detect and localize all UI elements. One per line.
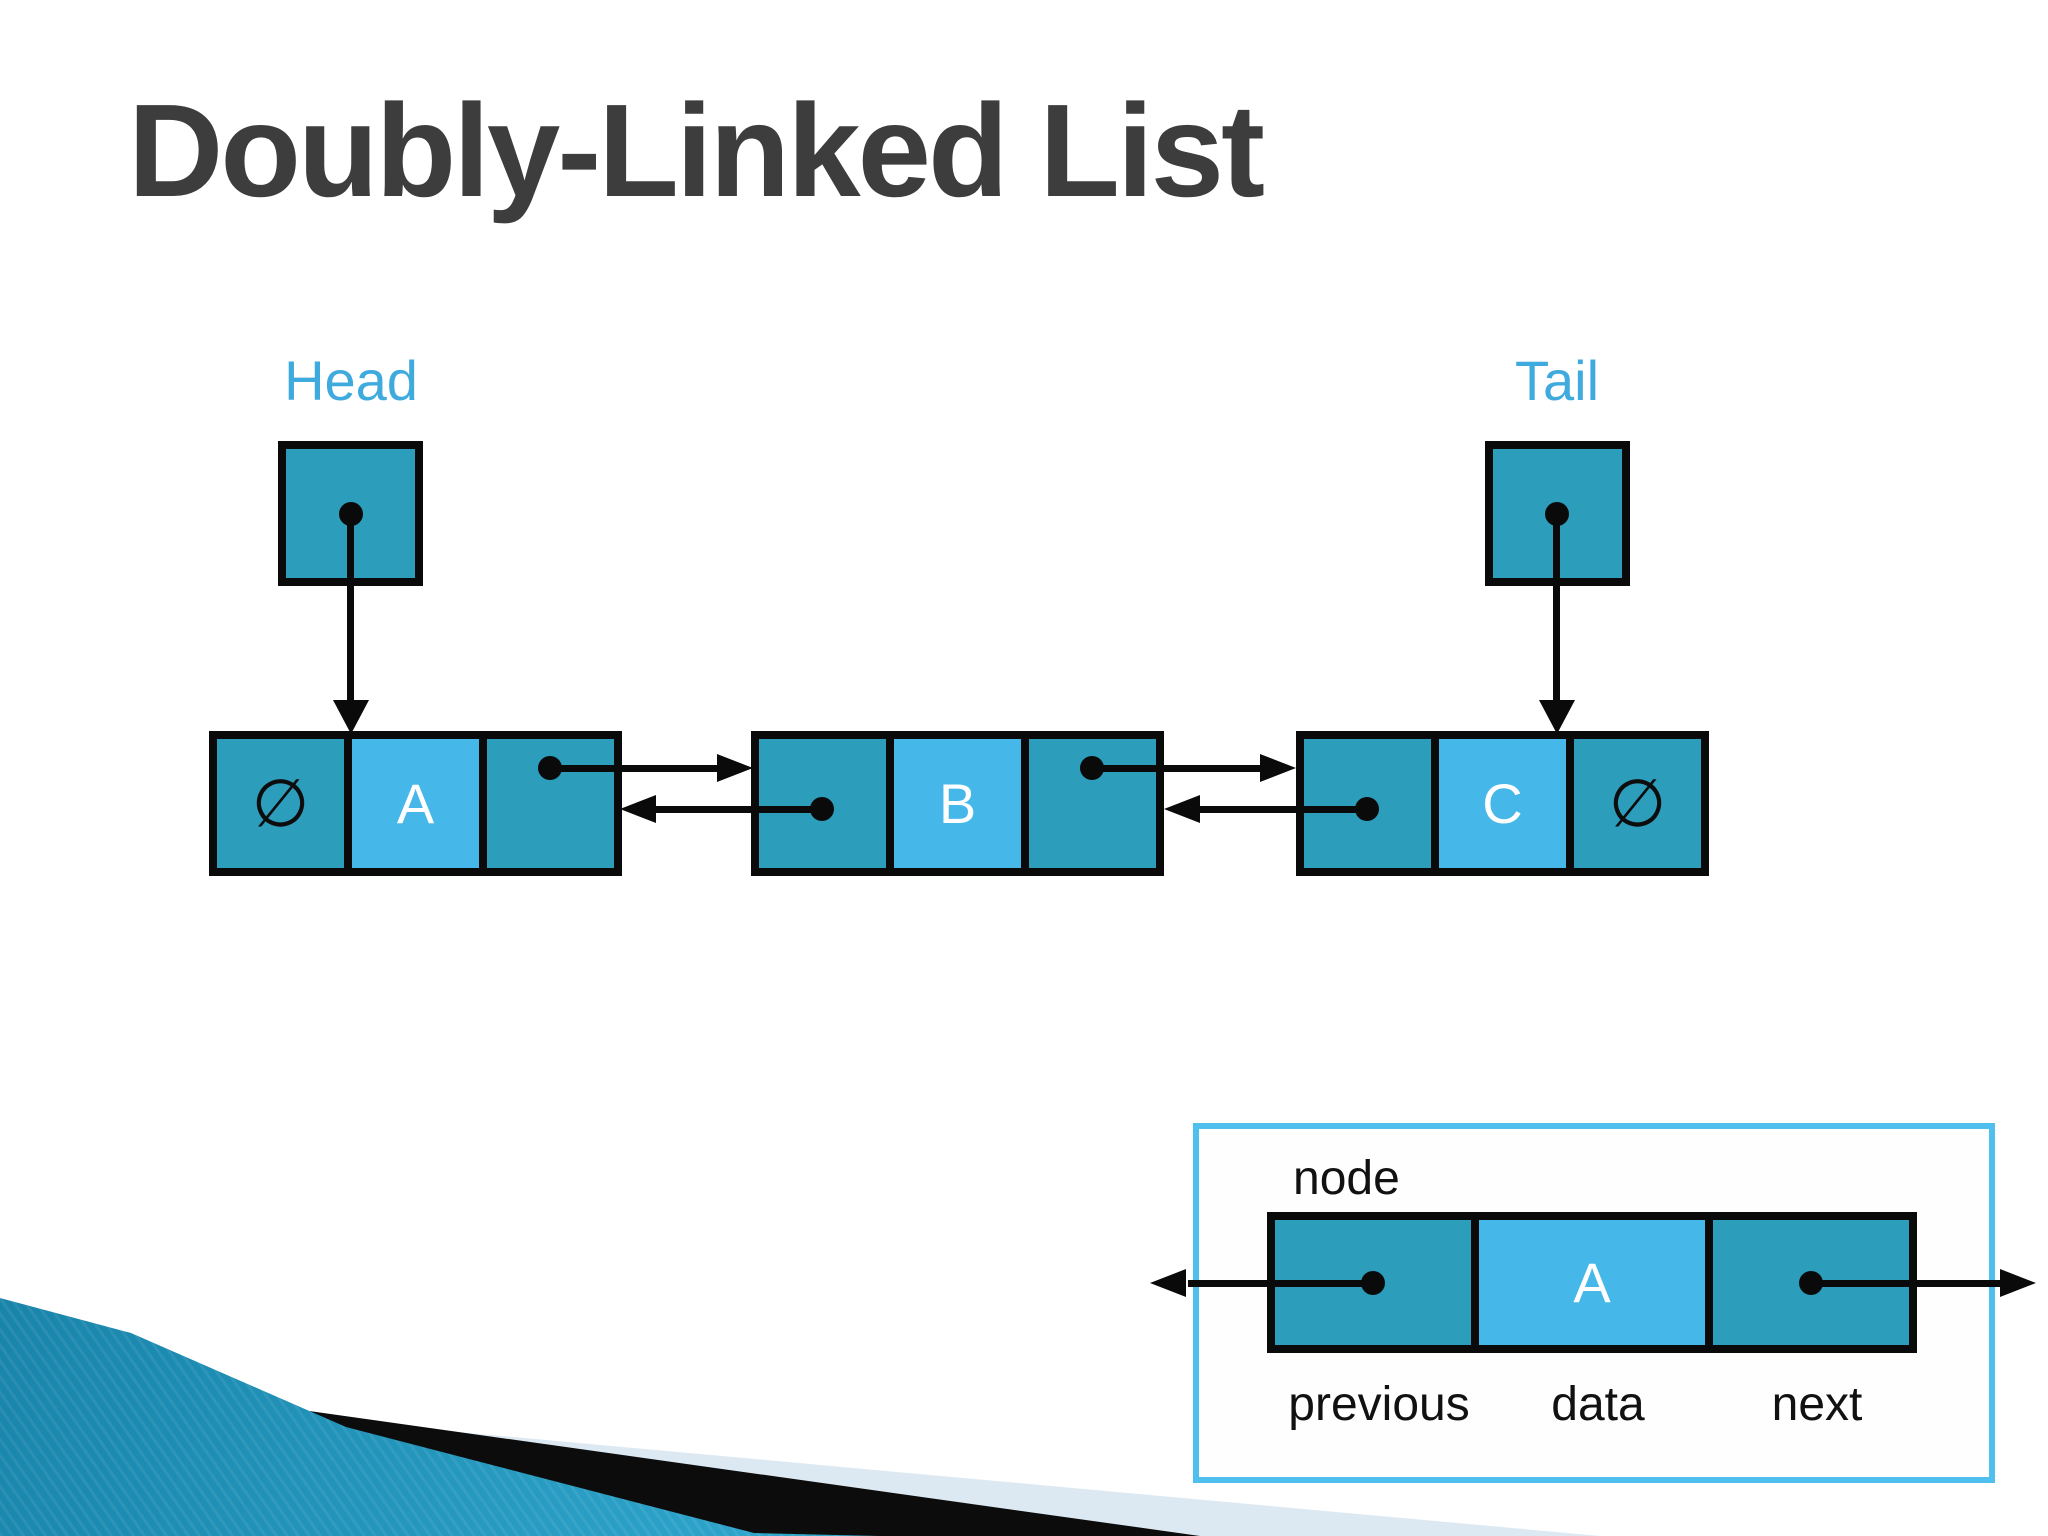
node-c-prev-dot-icon (1355, 797, 1379, 821)
legend-next-arrow-head-icon (2000, 1269, 2036, 1297)
head-pointer-dot-icon (339, 502, 363, 526)
arrow-b-to-c-head-icon (1260, 754, 1296, 782)
legend-prev-dot-icon (1361, 1271, 1385, 1295)
head-arrow-shaft (347, 514, 354, 706)
arrow-b-to-a-shaft (656, 806, 823, 813)
node-b-prev-dot-icon (810, 797, 834, 821)
arrow-a-to-b-head-icon (717, 754, 753, 782)
null-symbol: ∅ (251, 764, 310, 842)
node-a-next-dot-icon (538, 756, 562, 780)
node-b-data-cell: B (894, 739, 1021, 868)
slide-title: Doubly-Linked List (128, 77, 1265, 224)
legend-next-arrow-shaft (1811, 1280, 2000, 1287)
legend-prev-arrow-head-icon (1150, 1269, 1186, 1297)
arrow-c-to-b-shaft (1200, 806, 1367, 813)
node-b-next-dot-icon (1080, 756, 1104, 780)
arrow-b-to-c-shaft (1092, 765, 1262, 772)
legend-data-label: data (1551, 1378, 1645, 1431)
node-c-data-cell: C (1439, 739, 1566, 868)
tail-pointer-dot-icon (1545, 502, 1569, 526)
legend-prev-arrow-shaft (1188, 1280, 1373, 1287)
arrow-b-to-a-head-icon (620, 795, 656, 823)
tail-arrow-shaft (1553, 514, 1560, 706)
legend-previous-label: previous (1288, 1378, 1470, 1431)
node-b-value: B (938, 771, 977, 835)
arrow-a-to-b-shaft (550, 765, 717, 772)
legend-next-dot-icon (1799, 1271, 1823, 1295)
head-label: Head (284, 349, 418, 412)
null-symbol: ∅ (1608, 764, 1667, 842)
node-a-data-cell: A (352, 739, 479, 868)
head-arrow-down-icon (333, 700, 369, 734)
node-c-value: C (1482, 771, 1523, 835)
node-a-value: A (396, 771, 435, 835)
list-node-a: ∅ A (209, 731, 622, 876)
node-a-prev-cell: ∅ (217, 739, 344, 868)
legend-node-title: node (1293, 1152, 1400, 1205)
arrow-c-to-b-head-icon (1164, 795, 1200, 823)
legend-data-cell: A (1479, 1220, 1705, 1345)
legend-data-value: A (1573, 1250, 1611, 1314)
tail-arrow-down-icon (1539, 700, 1575, 734)
tail-label: Tail (1514, 349, 1600, 412)
node-c-next-cell: ∅ (1574, 739, 1701, 868)
legend-next-label: next (1771, 1378, 1863, 1431)
